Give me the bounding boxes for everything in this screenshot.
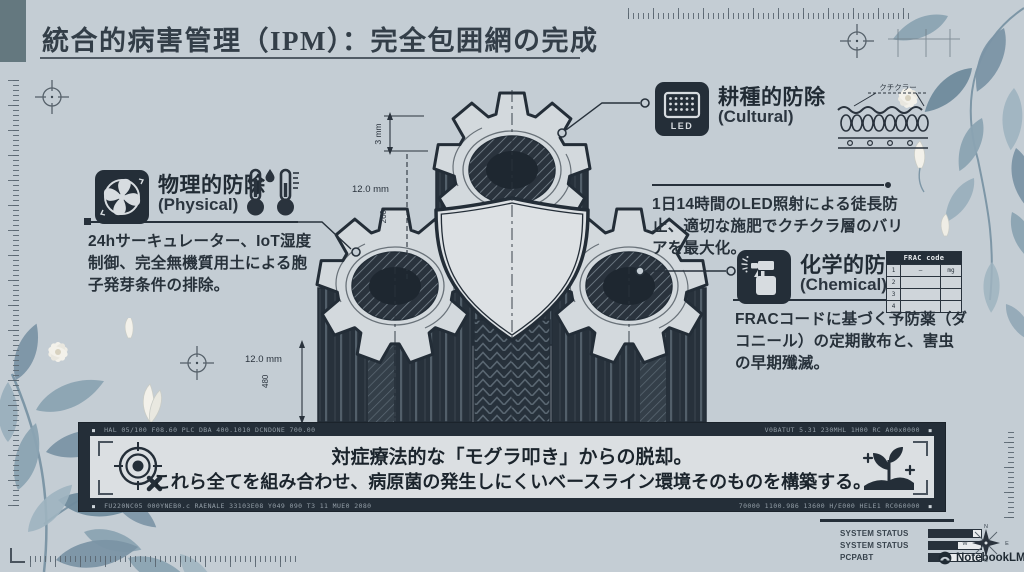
banner-panel: 対症療法的な「モグラ叩き」からの脱却。 これら全てを組み合わせ、病原菌の発生しに… bbox=[90, 436, 934, 498]
hud-square: ■ bbox=[928, 428, 932, 434]
section-body-physical: 24hサーキュレーター、IoT湿度制御、完全無機質用土による胞子発芽条件の排除。 bbox=[88, 233, 312, 294]
corner-bracket bbox=[98, 441, 113, 456]
ruler-top bbox=[628, 8, 912, 19]
crosshair-mark bbox=[180, 346, 214, 380]
crosshair-mark bbox=[35, 80, 69, 114]
hud-readout-top: ■ HAL 05/100 F08.60 PLC DBA 400.1010 DCN… bbox=[92, 425, 932, 435]
status-label: SYSTEM STATUS bbox=[840, 540, 909, 550]
thermometer-icons bbox=[247, 168, 299, 216]
hud-text: V0BATUT 5.31 230MHL 1H00 RC A00x0000 bbox=[764, 426, 920, 434]
table-row: 2 bbox=[887, 276, 961, 288]
section-title-chemical: 化学的防除 bbox=[800, 254, 908, 277]
watercolor-leaves-bottom-left bbox=[0, 318, 225, 572]
banner-line-1: 対症療法的な「モグラ叩き」からの脱却。 bbox=[331, 447, 693, 468]
crosshair-mark bbox=[840, 24, 874, 58]
system-status-panel: SYSTEM STATUS SYSTEM STATUS PCPABT bbox=[840, 528, 982, 564]
frac-table-header: FRAC code bbox=[887, 252, 961, 264]
status-label: PCPABT bbox=[840, 552, 874, 562]
sprout-icon bbox=[862, 447, 916, 490]
white-flower bbox=[142, 383, 162, 451]
section-body-cultural: 1日14時間のLED照射による徒長防止、適切な施肥でクチクラ層のバリアを最大化。 bbox=[652, 196, 904, 257]
fan-icon bbox=[95, 170, 149, 224]
dimension-arrows bbox=[299, 112, 393, 424]
compass-w: W bbox=[962, 541, 968, 547]
spray-icon bbox=[737, 250, 791, 304]
cuticle-layer-diagram: クチクラー bbox=[837, 83, 929, 149]
compass-n: N bbox=[984, 524, 988, 530]
section-subtitle-physical: (Physical) bbox=[158, 195, 239, 214]
divider-end-dot bbox=[885, 182, 891, 188]
ruler-bottom bbox=[30, 556, 300, 567]
section-subtitle-chemical: (Chemical) bbox=[800, 275, 887, 294]
hud-square: ■ bbox=[92, 504, 96, 510]
corner-bracket bbox=[913, 480, 928, 495]
watermark: NotebookLM bbox=[938, 551, 1024, 565]
hud-square: ■ bbox=[928, 504, 932, 510]
ruler-right bbox=[1004, 428, 1014, 518]
status-row: SYSTEM STATUS bbox=[840, 540, 982, 550]
dim-label-12mm: 12.0 mm bbox=[352, 184, 389, 195]
section-body-chemical: FRACコードに基づく予防薬（ダコニール）の定期散布と、害虫の早期殲滅。 bbox=[735, 311, 968, 372]
dim-label-12mm-left: 12.0 mm bbox=[245, 354, 282, 365]
page-title: 統合的病害管理（IPM）：完全包囲網の完成 bbox=[42, 26, 599, 56]
white-flower bbox=[48, 342, 68, 362]
table-row: 3 bbox=[887, 288, 961, 300]
hud-readout-bottom: ■ FU220NC05 000YNEB0.c RAENALE 33103E08 … bbox=[92, 501, 932, 511]
accent-block bbox=[0, 0, 26, 62]
shield-inner-line bbox=[440, 202, 584, 336]
corner-bracket bbox=[98, 480, 113, 495]
status-row: PCPABT bbox=[840, 552, 982, 562]
compass-rose-icon: N E S W bbox=[962, 524, 1009, 562]
status-bar bbox=[928, 552, 982, 562]
status-bar bbox=[928, 528, 982, 538]
dim-label-260: 260 bbox=[379, 209, 388, 223]
table-row: 4 bbox=[887, 300, 961, 312]
led-label: LED bbox=[671, 121, 694, 131]
dim-label-480: 480 bbox=[261, 374, 270, 388]
conclusion-banner: ■ HAL 05/100 F08.60 PLC DBA 400.1010 DCN… bbox=[78, 422, 946, 512]
corner-bracket bbox=[913, 441, 928, 456]
ruler-left bbox=[8, 76, 19, 506]
hud-square: ■ bbox=[92, 428, 96, 434]
white-bud bbox=[124, 318, 134, 339]
table-row: 1—mg bbox=[887, 264, 961, 276]
status-row: SYSTEM STATUS bbox=[840, 528, 982, 538]
section-title-cultural: 耕種的防除 bbox=[718, 86, 826, 109]
connector-nodes bbox=[351, 98, 736, 276]
hud-text: 70000 1100.986 13600 H/E000 HELE1 RC0600… bbox=[738, 502, 920, 510]
title-underline bbox=[40, 57, 580, 59]
section-title-physical: 物理的防除 bbox=[158, 174, 266, 197]
dim-label-3mm: 3 mm bbox=[373, 123, 383, 144]
led-icon: LED bbox=[655, 82, 709, 136]
banner-line-2: これら全てを組み合わせ、病原菌の発生しにくいベースライン環境そのものを構築する。 bbox=[152, 472, 872, 492]
cuticle-diagram-label: クチクラー bbox=[879, 83, 917, 92]
section-subtitle-cultural: (Cultural) bbox=[718, 107, 794, 126]
target-x-icon bbox=[114, 442, 163, 492]
grid-marks bbox=[888, 29, 960, 57]
compass-e: E bbox=[1005, 541, 1009, 547]
frac-code-table: FRAC code 1—mg 2 3 4 bbox=[886, 251, 962, 313]
center-axes bbox=[394, 90, 630, 418]
hud-text: FU220NC05 000YNEB0.c RAENALE 33103E08 Y0… bbox=[104, 502, 372, 510]
watermark-text: NotebookLM bbox=[956, 552, 1024, 564]
corner-bracket bbox=[10, 548, 25, 563]
white-bud bbox=[940, 213, 950, 237]
divider-end-square bbox=[84, 218, 91, 225]
droplet-icon bbox=[265, 169, 275, 183]
notebooklm-logo-icon bbox=[938, 551, 952, 565]
hud-text: HAL 05/100 F08.60 PLC DBA 400.1010 DCNDO… bbox=[104, 426, 316, 434]
status-divider bbox=[820, 519, 954, 522]
compass-s: S bbox=[984, 558, 988, 562]
status-label: SYSTEM STATUS bbox=[840, 528, 909, 538]
